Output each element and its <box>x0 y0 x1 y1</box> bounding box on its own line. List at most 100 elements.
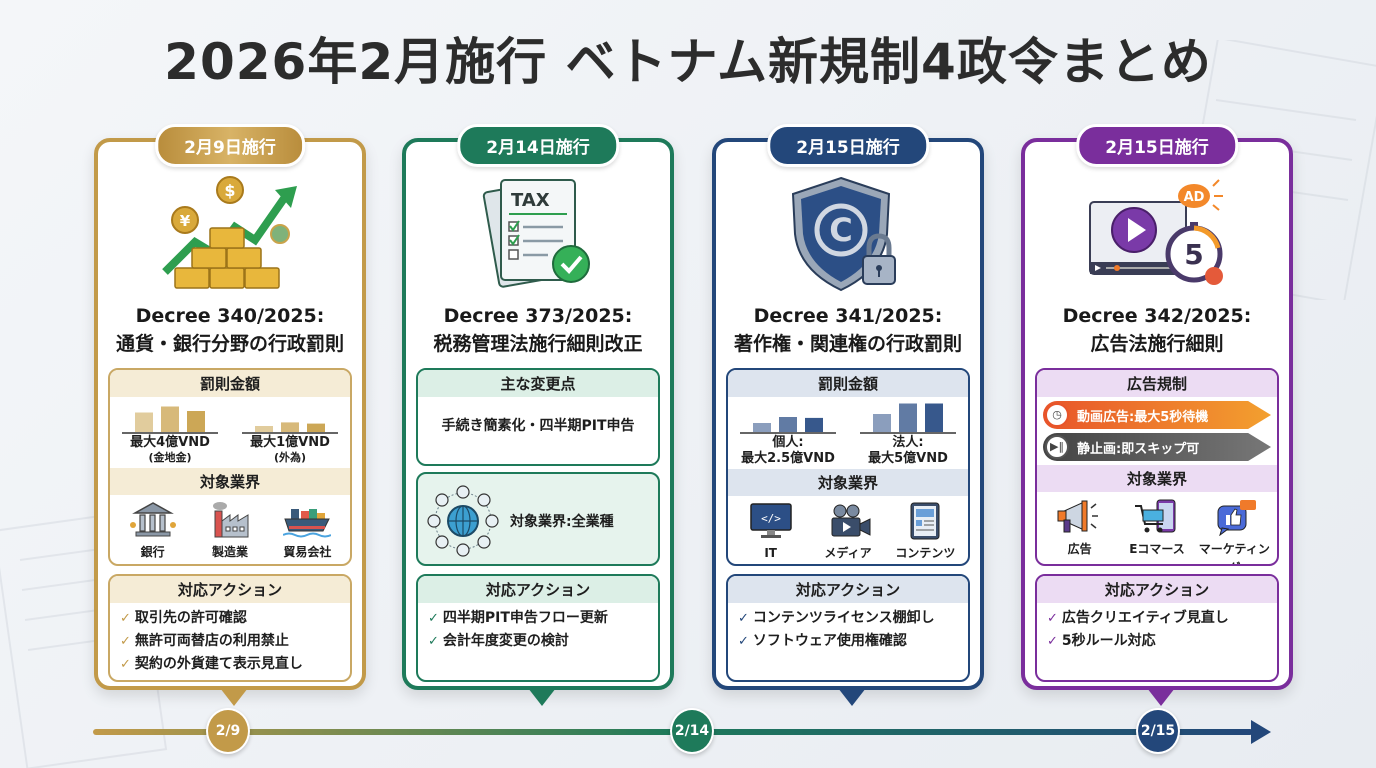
action-item: ✓5秒ルール対応 <box>1047 630 1267 653</box>
timeline-node: 2/14 <box>670 708 714 754</box>
action-text: 四半期PIT申告フロー更新 <box>442 610 608 626</box>
penalty-bar <box>753 423 771 432</box>
decree-title: Decree 373/2025: 税務管理法施行細則改正 <box>406 302 670 358</box>
penalty-and-industry-box: 罰則金額 最大4億VND (金地金) 最大1億VND (外為) 対象業界 銀行 … <box>108 368 352 566</box>
actions-heading: 対応アクション <box>418 576 658 603</box>
globe-network-icon <box>427 485 499 557</box>
action-item: ✓コンテンツライセンス棚卸し <box>738 607 958 630</box>
action-text: 広告クリエイティブ見直し <box>1061 610 1229 626</box>
industry-label: マーケティング <box>1198 542 1270 564</box>
gold-bars-coins-growth-icon: $ ¥ <box>98 170 362 298</box>
decree-number: Decree 340/2025: <box>135 305 325 327</box>
industry-label: メディア <box>824 546 872 560</box>
decree-card-340: 2月9日施行 $ ¥ Decree 340/2025: 通貨・銀行分野の行政罰則… <box>94 124 366 706</box>
megaphone-icon <box>1057 500 1098 533</box>
penalty-amount: 最大4億VND <box>130 435 210 450</box>
check-icon: ✓ <box>428 634 439 649</box>
page-title: 2026年2月施行 ベトナム新規制4政令まとめ <box>164 33 1212 91</box>
decree-title: Decree 340/2025: 通貨・銀行分野の行政罰則 <box>98 302 362 358</box>
penalty-bar <box>187 411 205 432</box>
penalty-category: (外為) <box>273 451 307 464</box>
decree-number: Decree 341/2025: <box>753 305 943 327</box>
ad-rule-text: 動画広告:最大5秒待機 <box>1077 410 1209 425</box>
cargo-ship-icon <box>283 509 332 538</box>
penalty-bar-chart <box>740 417 836 434</box>
penalty-bar <box>925 403 943 432</box>
industry-label: Eコマース <box>1129 542 1185 556</box>
industry-item: マーケティング <box>1196 498 1273 564</box>
action-text: ソフトウェア使用権確認 <box>752 633 907 649</box>
check-icon: ✓ <box>428 611 439 626</box>
actions-heading: 対応アクション <box>728 576 968 603</box>
penalty-bar <box>281 422 299 432</box>
penalty-item: 法人: 最大5億VND <box>854 401 962 467</box>
action-text: 無許可両替店の利用禁止 <box>134 633 289 649</box>
decree-number: Decree 342/2025: <box>1062 305 1252 327</box>
svg-text:TAX: TAX <box>511 190 550 211</box>
thumbs-up-chat-icon <box>1217 500 1257 536</box>
industry-item: 貿易会社 <box>269 501 346 560</box>
svg-text:¥: ¥ <box>180 212 191 230</box>
penalty-item: 最大4億VND (金地金) <box>116 401 224 464</box>
industries-heading: 対象業界 <box>728 469 968 496</box>
industries-heading: 対象業界 <box>110 468 350 495</box>
tax-document-check-icon: TAX <box>406 170 670 298</box>
industry-label: 銀行 <box>140 545 165 559</box>
industry-item: メディア <box>809 502 886 561</box>
shopping-cart-icon <box>1134 499 1176 533</box>
industry-label: コンテンツ <box>895 546 956 560</box>
action-item: ✓会計年度変更の検討 <box>428 630 648 653</box>
decree-number: Decree 373/2025: <box>443 305 633 327</box>
decree-card-341: 2月15日施行 C Decree 341/2025: 著作権・関連権の行政罰則 … <box>712 124 984 706</box>
changes-text: 手続き簡素化・四半期PIT申告 <box>441 418 635 434</box>
effective-date-badge: 2月9日施行 <box>155 124 305 167</box>
code-monitor-icon: </> <box>749 503 792 538</box>
penalty-bar <box>255 426 273 432</box>
penalty-heading: 罰則金額 <box>728 370 968 397</box>
industry-item: Eコマース <box>1118 498 1195 564</box>
penalty-amount: 最大1億VND <box>250 435 330 450</box>
industry-item: 広告 <box>1041 498 1118 564</box>
action-text: コンテンツライセンス棚卸し <box>752 610 935 626</box>
industry-label: IT <box>764 546 777 560</box>
bank-icon <box>129 502 176 537</box>
action-item: ✓契約の外貨建て表示見直し <box>120 653 340 676</box>
penalty-bar-chart <box>122 406 218 434</box>
penalty-heading: 罰則金額 <box>110 370 350 397</box>
industry-label: 製造業 <box>211 545 248 559</box>
check-icon: ✓ <box>738 611 749 626</box>
effective-date-badge: 2月14日施行 <box>457 124 619 167</box>
decree-title: Decree 341/2025: 著作権・関連権の行政罰則 <box>716 302 980 358</box>
penalty-bar <box>161 406 179 432</box>
ad-rules-and-industry-box: 広告規制 ◷ 動画広告:最大5秒待機 ▶‖ 静止画:即スキップ可 対象業界 広告… <box>1035 368 1279 566</box>
changes-heading: 主な変更点 <box>418 370 658 397</box>
decree-subject: 通貨・銀行分野の行政罰則 <box>115 333 344 355</box>
ad-badge: AD <box>1184 190 1205 205</box>
action-text: 会計年度変更の検討 <box>442 633 569 649</box>
check-icon: ✓ <box>1047 634 1058 649</box>
svg-text:</>: </> <box>761 512 781 525</box>
industry-label: 広告 <box>1067 542 1092 556</box>
copyright-shield-lock-icon: C <box>716 170 980 298</box>
check-icon: ✓ <box>120 634 131 649</box>
svg-text:C: C <box>829 211 852 249</box>
decree-card-342: 2月15日施行 5 AD Decree 342/2025: 広告法施行細則 広告… <box>1021 124 1293 706</box>
penalty-bar <box>307 423 325 432</box>
penalty-bar <box>805 417 823 432</box>
action-item: ✓ソフトウェア使用権確認 <box>738 630 958 653</box>
check-icon: ✓ <box>738 634 749 649</box>
penalty-item: 個人: 最大2.5億VND <box>734 401 842 467</box>
penalty-target: 法人: <box>892 435 924 450</box>
video-ad-stopwatch-icon: 5 AD <box>1025 170 1289 298</box>
decree-card-373: 2月14日施行 TAX Decree 373/2025: 税務管理法施行細則改正… <box>402 124 674 706</box>
effective-date-badge: 2月15日施行 <box>767 124 929 167</box>
penalty-bar-chart <box>860 403 956 434</box>
timer-value: 5 <box>1184 238 1203 271</box>
penalty-bar-chart <box>242 422 338 434</box>
action-item: ✓無許可両替店の利用禁止 <box>120 630 340 653</box>
ad-rule-item: ◷ 動画広告:最大5秒待機 <box>1043 401 1271 429</box>
action-item: ✓取引先の許可確認 <box>120 607 340 630</box>
industry-item: 製造業 <box>191 501 268 560</box>
actions-box: 対応アクション ✓取引先の許可確認 ✓無許可両替店の利用禁止 ✓契約の外貨建て表… <box>108 574 352 682</box>
check-icon: ✓ <box>1047 611 1058 626</box>
